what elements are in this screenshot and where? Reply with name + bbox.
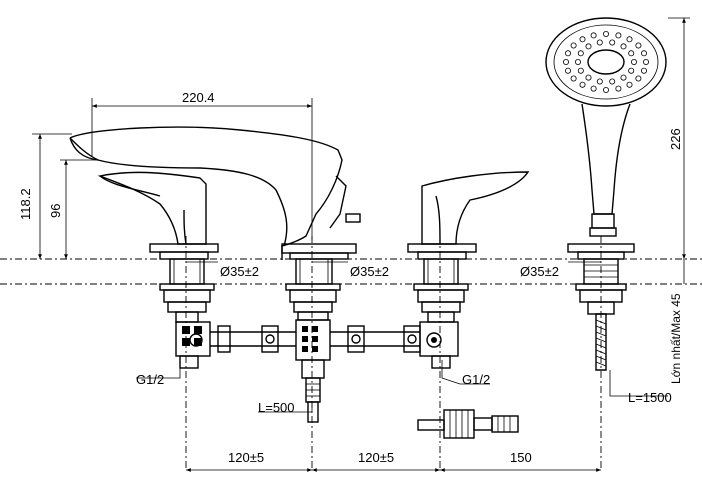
hose-connector (417, 409, 519, 439)
nozzle (603, 87, 610, 94)
dim-spout-height: 96 (48, 204, 63, 218)
nozzle (635, 42, 642, 49)
dim-hole-right: Ø35±2 (520, 264, 559, 279)
dim-overall-height: 118.2 (18, 188, 33, 220)
shower-nozzles (563, 30, 650, 94)
nozzle (620, 43, 627, 50)
dim-spacing-mid: 120±5 (358, 450, 394, 465)
dim-hole-left: Ø35±2 (220, 264, 259, 279)
nozzle (615, 32, 622, 39)
dim-shower-height: 226 (668, 128, 683, 150)
dimension-lines (32, 17, 690, 472)
nozzle (620, 74, 627, 81)
dim-hole-center: Ø35±2 (350, 264, 389, 279)
nozzle (641, 67, 648, 74)
nozzle (577, 50, 584, 57)
dim-spacing-left: 120±5 (228, 450, 264, 465)
nozzle (585, 43, 592, 50)
center-lines (185, 236, 602, 470)
nozzle (635, 75, 642, 82)
nozzle (628, 67, 635, 74)
dim-deck-thickness-max: Lớn nhất/Max 45 (669, 293, 683, 384)
hand-shower (545, 17, 667, 371)
nozzle (596, 78, 603, 85)
nozzle (609, 78, 616, 85)
nozzle (590, 85, 597, 92)
center-spout (69, 126, 361, 423)
nozzle (585, 74, 592, 81)
left-handle-valve (97, 171, 219, 369)
nozzle (626, 81, 633, 88)
nozzle (641, 50, 648, 57)
nozzle (596, 39, 603, 46)
label-thread-right: G1/2 (462, 372, 490, 387)
nozzle (579, 36, 586, 43)
nozzle (575, 59, 582, 66)
nozzle (577, 67, 584, 74)
nozzle (626, 36, 633, 43)
nozzle (615, 85, 622, 92)
nozzle (643, 59, 650, 66)
dim-spacing-right: 150 (510, 450, 532, 465)
nozzle (609, 39, 616, 46)
nozzle (565, 67, 572, 74)
label-hose-shower: L=1500 (628, 390, 672, 405)
nozzle (631, 59, 638, 66)
label-thread-left: G1/2 (136, 372, 164, 387)
nozzle (565, 50, 572, 57)
nozzle (563, 59, 570, 66)
nozzle (570, 42, 577, 49)
nozzle (603, 30, 610, 37)
right-handle-valve (407, 171, 530, 369)
nozzle (570, 75, 577, 82)
connecting-pipes (210, 325, 421, 353)
nozzle (590, 32, 597, 39)
label-hose-supply: L=500 (258, 400, 295, 415)
nozzle (628, 50, 635, 57)
nozzle (579, 81, 586, 88)
dim-spout-reach: 220.4 (182, 90, 215, 105)
